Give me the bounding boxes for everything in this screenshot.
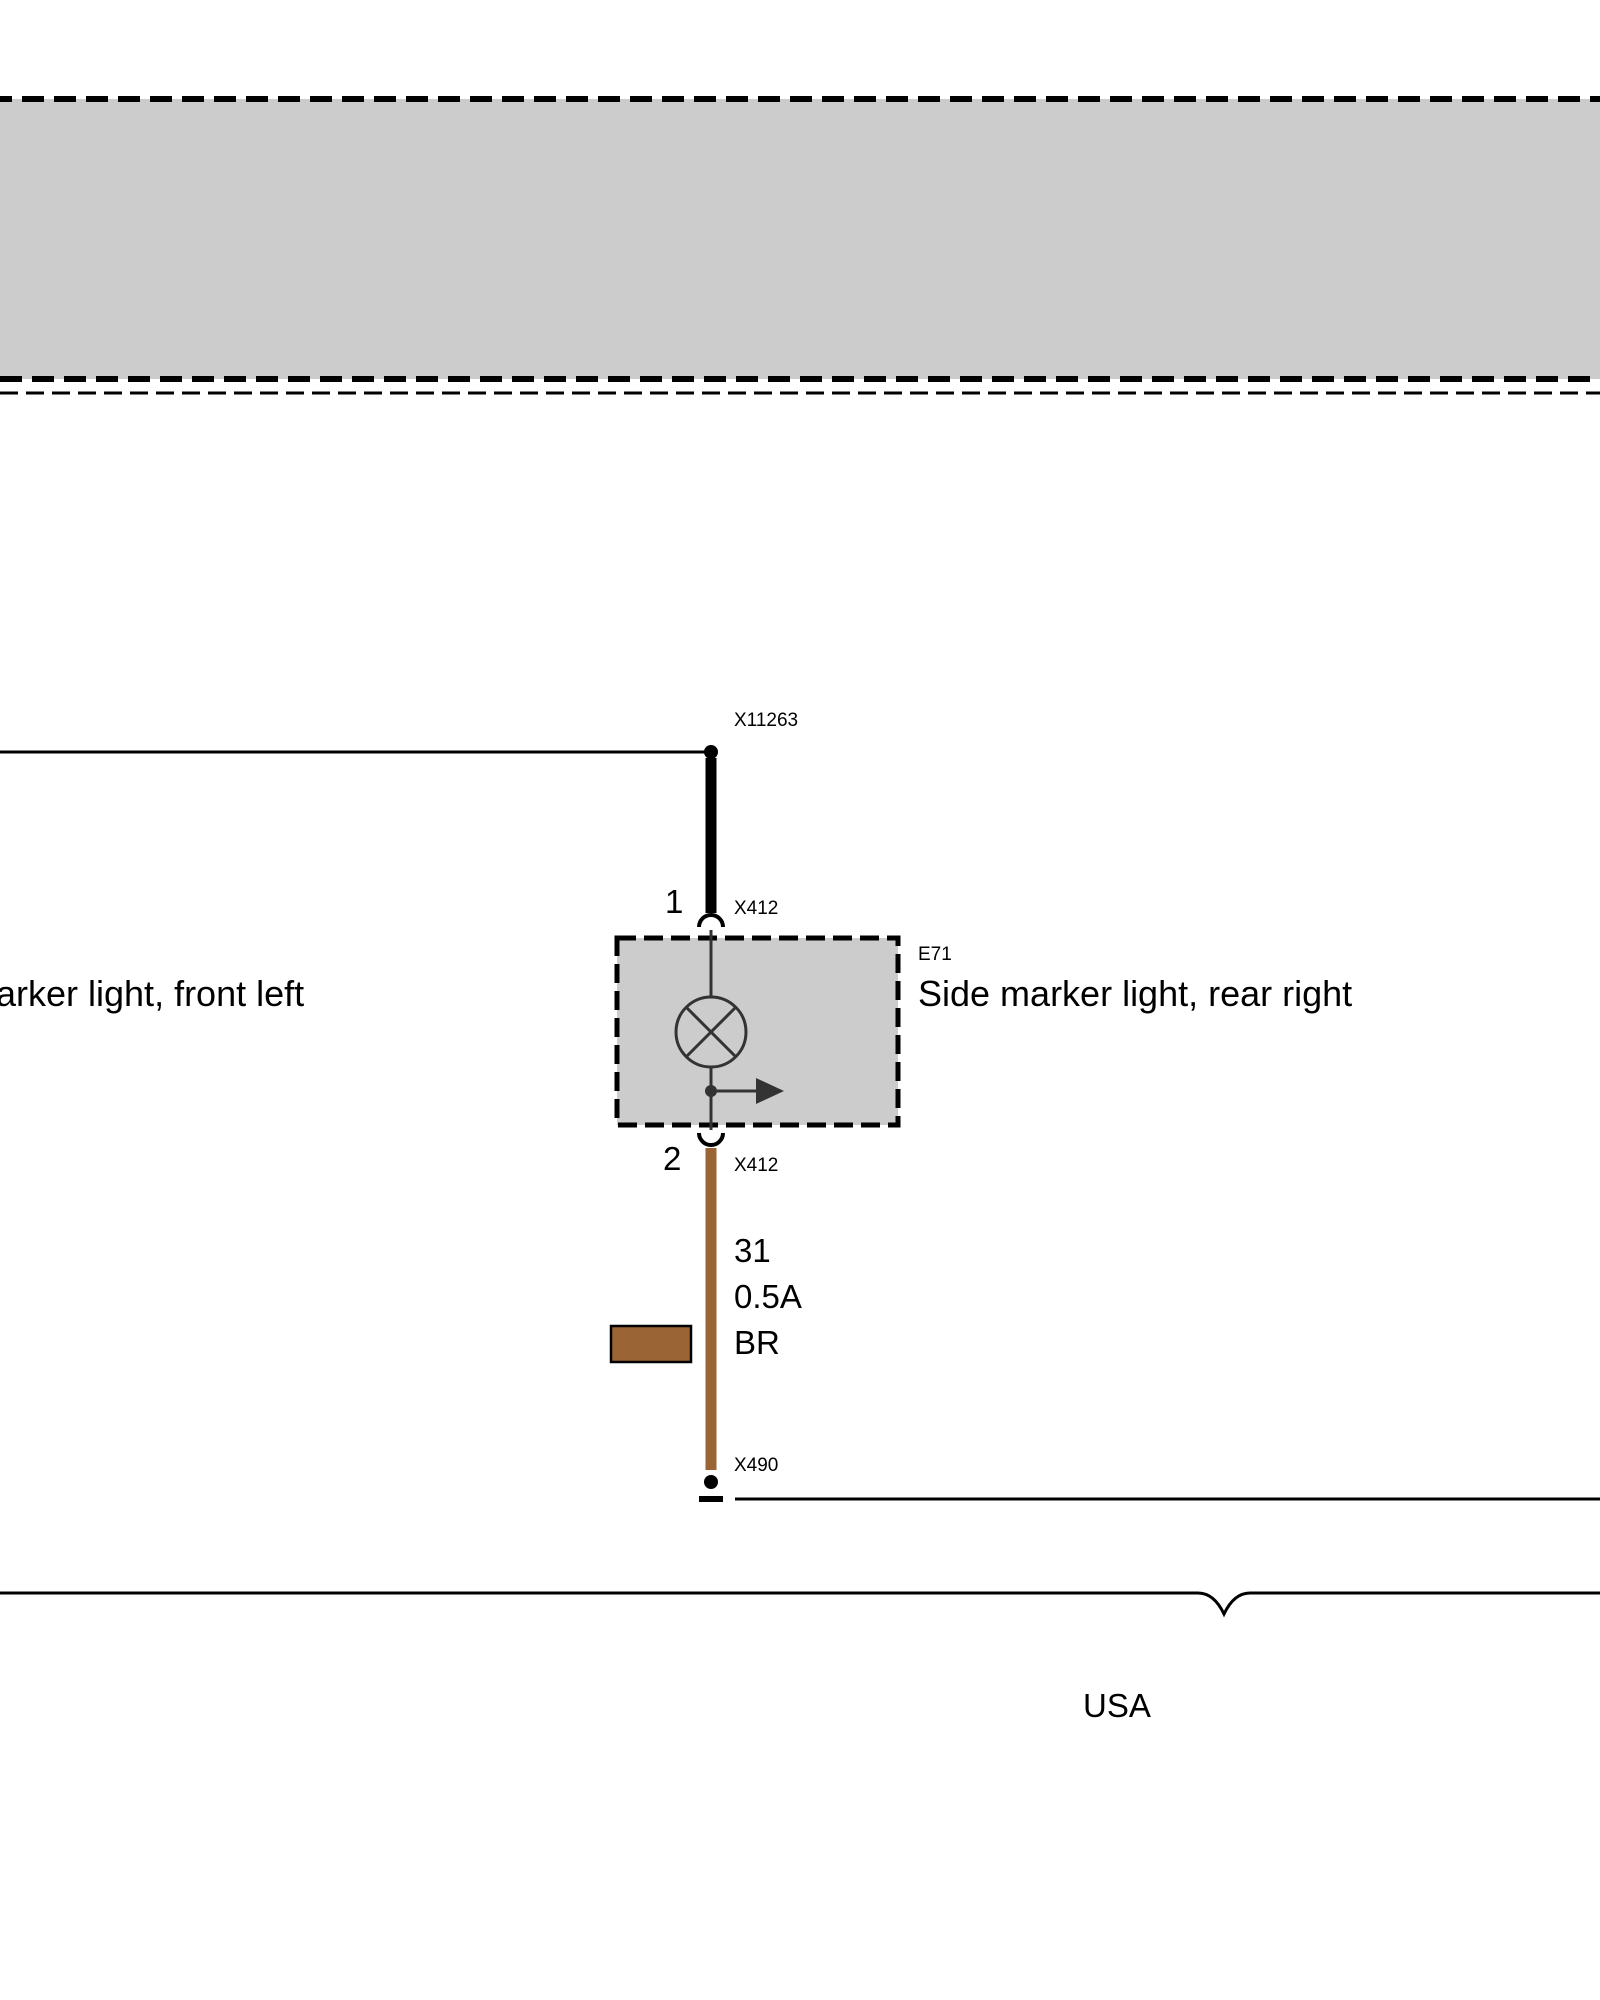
wire-color-label: BR	[734, 1324, 780, 1361]
pin1-label: 1	[665, 883, 683, 920]
wire-terminal-label: 31	[734, 1232, 771, 1269]
top-module	[0, 96, 1600, 395]
top-module-fill	[0, 96, 1600, 382]
pin1-socket-icon	[697, 913, 725, 928]
neighbor-component-label: arker light, front left	[0, 973, 304, 1014]
pin2-label: 2	[663, 1140, 681, 1177]
component-name-label: Side marker light, rear right	[918, 973, 1352, 1014]
region-brace	[0, 1591, 1600, 1618]
pin2-socket-icon	[697, 1132, 725, 1147]
wire-cross-section-label: 0.5A	[734, 1278, 802, 1315]
connector-x490-label: X490	[734, 1455, 778, 1476]
connector-x11263-label: X11263	[734, 710, 798, 731]
region-label: USA	[1083, 1687, 1151, 1724]
connector-x412-pin1-label: X412	[734, 898, 778, 919]
connector-x412-pin2-label: X412	[734, 1155, 778, 1176]
output-arrow-icon	[711, 1078, 784, 1104]
connector-x490-node	[704, 1475, 718, 1489]
component-id-label: E71	[918, 944, 952, 965]
wire-color-swatch	[609, 1324, 693, 1364]
connector-x11263-node	[704, 745, 718, 759]
